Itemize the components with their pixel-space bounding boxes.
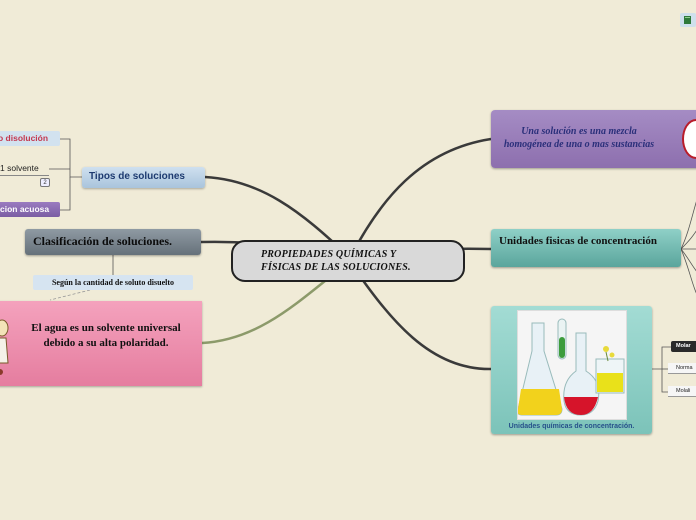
water-solvent-label: El agua es un solvente universal debido … (31, 322, 181, 349)
chemistry-flasks-image (517, 310, 627, 420)
central-topic[interactable]: PROPIEDADES QUÍMICAS Y FÍSICAS DE LAS SO… (231, 240, 465, 282)
central-topic-label: PROPIEDADES QUÍMICAS Y FÍSICAS DE LAS SO… (261, 249, 411, 273)
definition-label: Una solución es una mezcla homogénea de … (503, 126, 655, 150)
solvent-topic[interactable]: 1 solvente (0, 160, 49, 176)
water-solvent-topic[interactable]: El agua es un solvente universal debido … (0, 301, 202, 386)
classification-label: Clasificación de soluciones. (33, 234, 173, 248)
aqueous-solution-topic[interactable]: cion acuosa (0, 202, 60, 217)
book-icon[interactable] (680, 13, 696, 27)
classification-topic[interactable]: Clasificación de soluciones. (25, 229, 201, 255)
chemical-units-label: Unidades químicas de concentración. (508, 423, 635, 430)
physical-units-topic[interactable]: Unidades fisicas de concentración (491, 229, 681, 267)
solute-amount-label: Según la cantidad de soluto disuelto (51, 278, 175, 287)
collapsed-count-badge[interactable]: 2 (40, 178, 50, 187)
definition-topic[interactable]: Una solución es una mezcla homogénea de … (491, 110, 696, 168)
physical-units-label: Unidades fisicas de concentración (499, 235, 657, 247)
molal-topic[interactable]: Molali (668, 386, 696, 397)
normal-topic[interactable]: Norma (668, 363, 696, 374)
molar-topic[interactable]: Molar (671, 341, 696, 352)
chemical-units-topic[interactable]: Unidades químicas de concentración. (491, 306, 652, 434)
dissolution-topic[interactable]: o disolución (0, 131, 60, 146)
solute-amount-topic[interactable]: Según la cantidad de soluto disuelto (33, 275, 193, 290)
types-topic[interactable]: Tipos de soluciones (82, 167, 205, 188)
character-illustration-icon (0, 319, 9, 375)
types-label: Tipos de soluciones (89, 171, 185, 182)
